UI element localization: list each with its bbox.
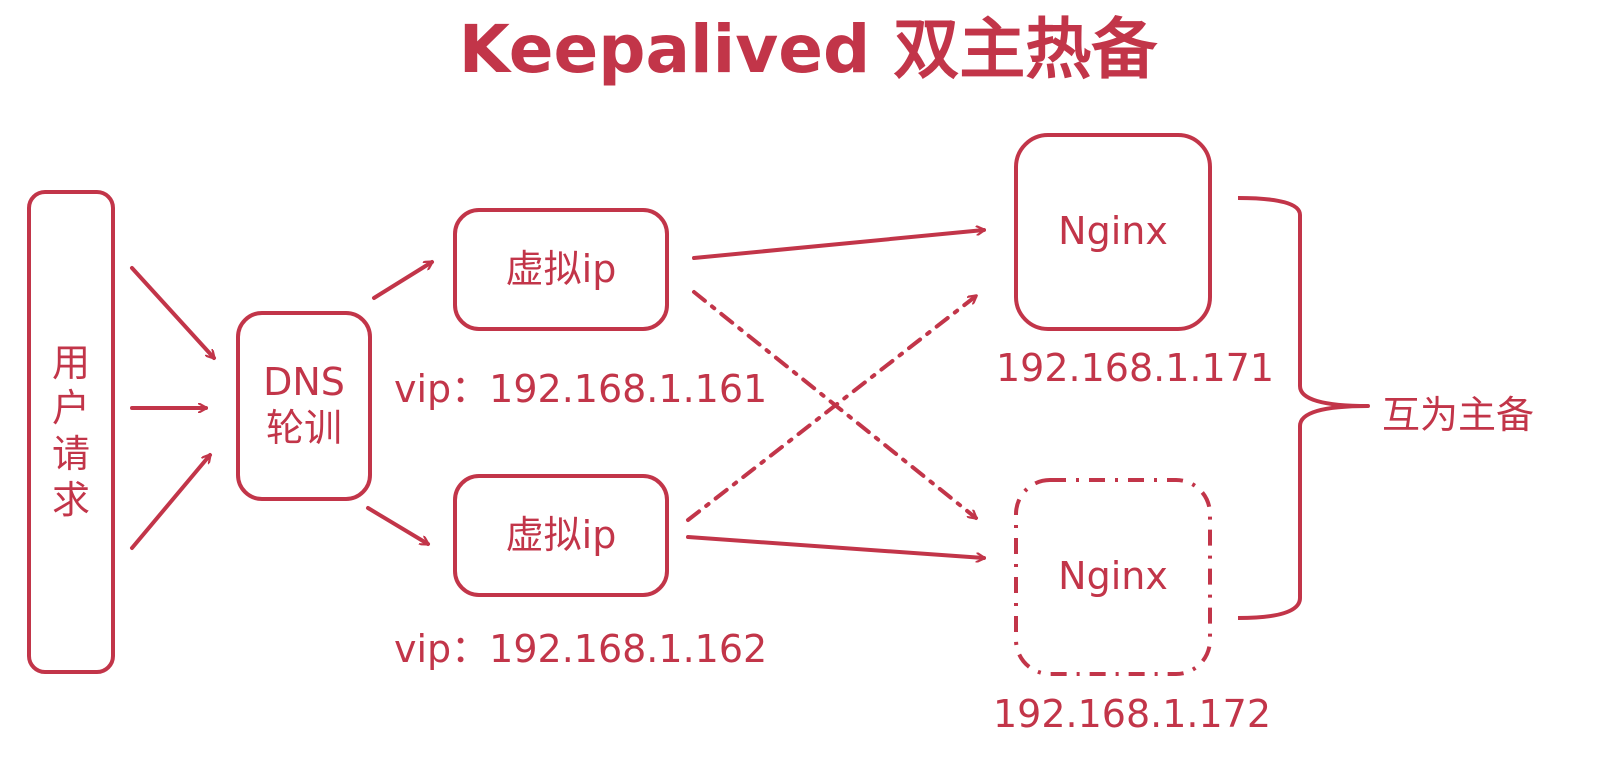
- user-request-label: 用户请求: [52, 340, 91, 522]
- dns-node: DNS 轮训: [236, 311, 372, 501]
- vip2-address: vip：192.168.1.162: [394, 627, 768, 671]
- nginx2-dashed-border: [1014, 478, 1212, 676]
- vip1-label: 虚拟ip: [505, 246, 617, 291]
- edge-dns-to-vip1: [372, 260, 434, 300]
- edge-user-to-dns: [130, 266, 216, 360]
- nginx1-node: Nginx: [1014, 133, 1212, 331]
- dns-label: DNS 轮训: [263, 360, 345, 450]
- group-brace: [1237, 196, 1370, 620]
- edge-dns-to-vip2: [366, 506, 430, 546]
- edge-vip2-to-nginx2: [686, 535, 984, 558]
- edge-vip1-to-nginx1: [692, 230, 984, 260]
- vip2-node: 虚拟ip: [453, 474, 669, 597]
- vip1-address: vip：192.168.1.161: [394, 367, 768, 411]
- nginx2-address: 192.168.1.172: [993, 692, 1272, 736]
- nginx1-label: Nginx: [1058, 209, 1168, 254]
- user-request-node: 用户请求: [27, 190, 115, 674]
- vip2-label: 虚拟ip: [505, 512, 617, 557]
- edge-user-to-dns: [130, 453, 212, 550]
- edge-vip2-to-nginx1: [686, 294, 978, 522]
- vip1-node: 虚拟ip: [453, 208, 669, 331]
- diagram-title: Keepalived 双主热备: [458, 11, 1158, 88]
- nginx2-label: Nginx: [1058, 554, 1168, 599]
- group-label: 互为主备: [1382, 393, 1535, 437]
- nginx1-address: 192.168.1.171: [996, 346, 1275, 390]
- nginx2-node: Nginx: [1014, 478, 1212, 676]
